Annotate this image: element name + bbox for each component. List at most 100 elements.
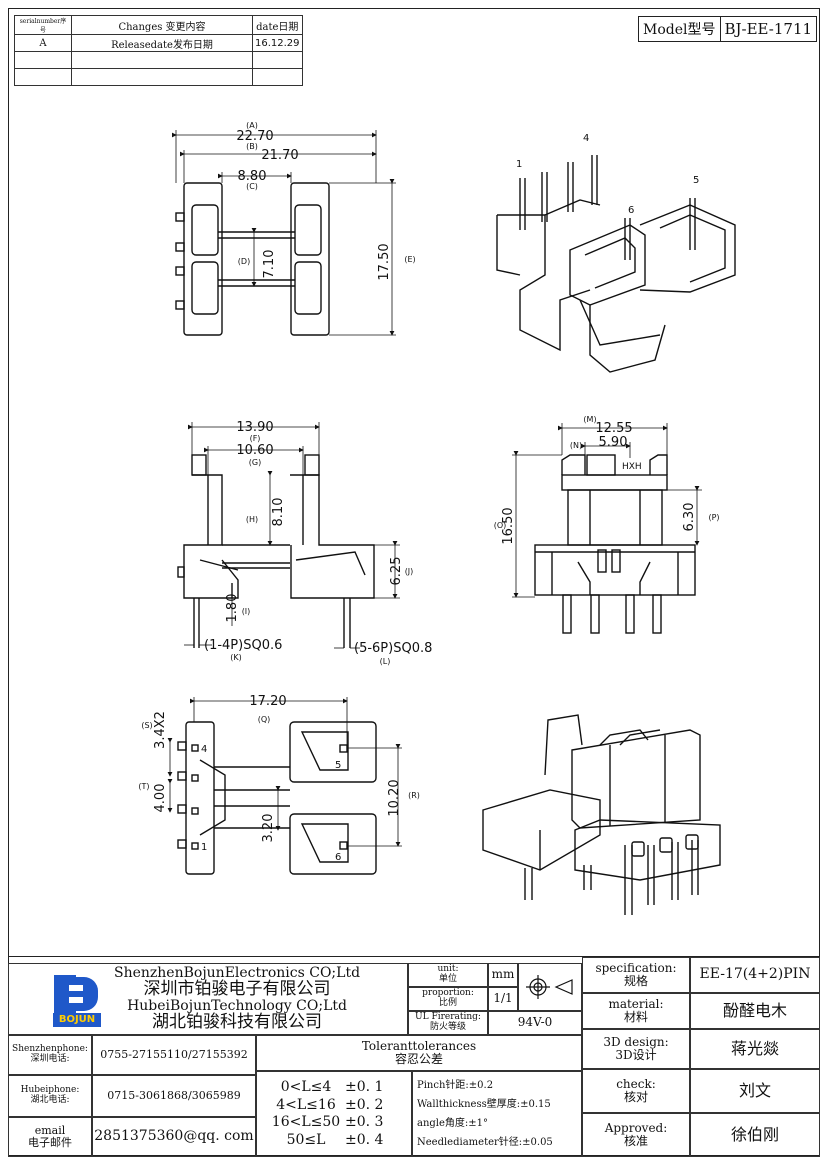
model-box: Model型号 BJ-EE-1711 [638, 16, 818, 42]
bottom-pin-6: 6 [335, 852, 341, 863]
dim-label-a: (A) [246, 121, 258, 130]
revision-table: serialnumber序号 Changes 变更内容 date日期 A Rel… [14, 15, 303, 86]
dim-r: 10.20 [387, 779, 402, 816]
proportion-value: 1/1 [488, 987, 518, 1011]
projection-icon [526, 975, 573, 999]
dim-label-h: (H) [246, 515, 258, 524]
model-label: Model型号 [639, 17, 721, 41]
bojun-logo: BOJUN [9, 969, 104, 1029]
hb-phone-label: Hubeiphone: 湖北电话: [8, 1075, 92, 1117]
company-cell: BOJUN ShenzhenBojunElectronics CO;Ltd 深圳… [8, 963, 408, 1035]
tol-note: angle角度:±1° [417, 1118, 489, 1129]
dim-label-p: (P) [708, 513, 719, 522]
tolerance-table: 0<L≤4±0. 1 4<L≤16±0. 2 16<L≤50±0. 3 50≤L… [256, 1071, 412, 1157]
dim-label-i: (I) [242, 607, 251, 616]
dim-label-l: (L) [380, 657, 391, 666]
bottom-pin-5: 5 [335, 760, 341, 771]
check-value: 刘文 [690, 1069, 820, 1113]
dim-g: 10.60 [236, 443, 273, 458]
top-view [175, 182, 330, 336]
dim-label-g: (G) [249, 458, 261, 467]
iso-pin-6: 6 [628, 205, 634, 216]
dim-label-n: (N) [570, 441, 582, 450]
design-label: 3D design: 3D设计 [582, 1029, 690, 1069]
dim-t: 4.00 [153, 784, 168, 813]
spec-label: specification: 规格 [582, 957, 690, 993]
dim-label-m: (M) [583, 415, 596, 424]
bottom-pin-1: 1 [201, 842, 207, 853]
design-value: 蒋光燚 [690, 1029, 820, 1069]
dim-s: 3.4X2 [153, 711, 168, 749]
tol-range: 4<L≤16 [276, 1096, 336, 1113]
company-cn-1: 深圳市铂骏电子有限公司 [143, 979, 331, 1000]
dim-f: 13.90 [236, 420, 273, 435]
tolerance-notes: Pinch针距:±0.2 Wallthickness壁厚度:±0.15 angl… [412, 1071, 582, 1157]
title-block: BOJUN ShenzhenBojunElectronics CO;Ltd 深圳… [8, 956, 820, 1157]
dim-q: 17.20 [249, 694, 286, 709]
bottom-view [177, 721, 377, 875]
dim-label-o: (O) [494, 521, 507, 530]
dim-u: 3.20 [261, 814, 276, 843]
dim-label-b: (B) [246, 142, 258, 151]
technical-drawing: (A) 22.70 (B) 21.70 8.80 (C) (D) 7.10 17… [138, 121, 736, 915]
company-en-1: ShenzhenBojunElectronics CO;Ltd [114, 965, 361, 982]
bottom-pin-4: 4 [201, 744, 207, 755]
dim-label-t: (T) [138, 782, 149, 791]
dim-d: 7.10 [262, 250, 277, 279]
sz-phone-value: 0755-27155110/27155392 [92, 1035, 256, 1075]
dim-p: 6.30 [682, 503, 697, 532]
dim-label-d: (D) [238, 257, 250, 266]
ul-value: 94V-0 [488, 1011, 582, 1035]
spec-value: EE-17(4+2)PIN [690, 957, 820, 993]
dim-label-c: (C) [246, 182, 258, 191]
material-value: 酚醛电木 [690, 993, 820, 1029]
unit-label: unit: 单位 [408, 963, 488, 987]
projection-symbol [518, 963, 582, 1011]
dim-m: 12.55 [595, 421, 632, 436]
sz-phone-label: Shenzhenphone: 深圳电话: [8, 1035, 92, 1075]
tol-range: 50≤L [286, 1131, 326, 1148]
tol-value: ±0. 1 [345, 1079, 384, 1095]
dim-e: 17.50 [377, 243, 392, 280]
hb-phone-value: 0715-3061868/3065989 [92, 1075, 256, 1117]
dim-label-r: (R) [408, 791, 420, 800]
company-en-2: HubeiBojunTechnology CO;Ltd [127, 998, 347, 1014]
iso-pin-5: 5 [693, 175, 699, 186]
dim-l: (5-6P)SQ0.8 [354, 641, 432, 656]
approved-label: Approved: 核准 [582, 1113, 690, 1157]
tol-value: ±0. 2 [345, 1096, 384, 1113]
dim-j: 6.25 [389, 557, 404, 586]
dim-o: 16.50 [501, 507, 516, 544]
dim-i: 1.80 [225, 594, 240, 623]
tol-note: Wallthickness壁厚度:±0.15 [417, 1099, 551, 1110]
email-value: 2851375360@qq. com [92, 1117, 256, 1157]
tol-value: ±0. 4 [345, 1131, 384, 1148]
front-view [177, 454, 375, 648]
company-cn-2: 湖北铂骏科技有限公司 [152, 1011, 323, 1032]
tol-note: Needlediameter针径:±0.05 [417, 1137, 553, 1148]
dim-label-q: (Q) [258, 715, 271, 724]
dim-k: (1-4P)SQ0.6 [204, 638, 282, 653]
tol-note: Pinch针距:±0.2 [417, 1080, 494, 1091]
material-label: material: 材料 [582, 993, 690, 1029]
iso-pin-1: 1 [516, 159, 522, 170]
iso-top-view [496, 155, 736, 373]
dim-label-k: (K) [230, 653, 242, 662]
side-view [534, 454, 696, 634]
side-mark: HXH [622, 462, 642, 472]
revision-cell [71, 68, 253, 86]
dim-b: 21.70 [261, 148, 298, 163]
dim-a: 22.70 [236, 129, 273, 144]
model-value: BJ-EE-1711 [724, 20, 813, 38]
dim-h: 8.10 [271, 498, 286, 527]
approved-value: 徐伯刚 [690, 1113, 820, 1157]
ul-label: UL Firerating: 防火等级 [408, 1011, 488, 1035]
dim-label-f: (F) [250, 434, 261, 443]
dim-n: 5.90 [599, 435, 628, 450]
tol-value: ±0. 3 [345, 1114, 384, 1130]
email-label: email 电子邮件 [8, 1117, 92, 1157]
tolerance-title: Toleranttolerances 容忍公差 [256, 1035, 582, 1071]
tol-range: 16<L≤50 [271, 1114, 341, 1130]
drawing-frame [8, 8, 820, 1156]
revision-cell [252, 68, 303, 86]
